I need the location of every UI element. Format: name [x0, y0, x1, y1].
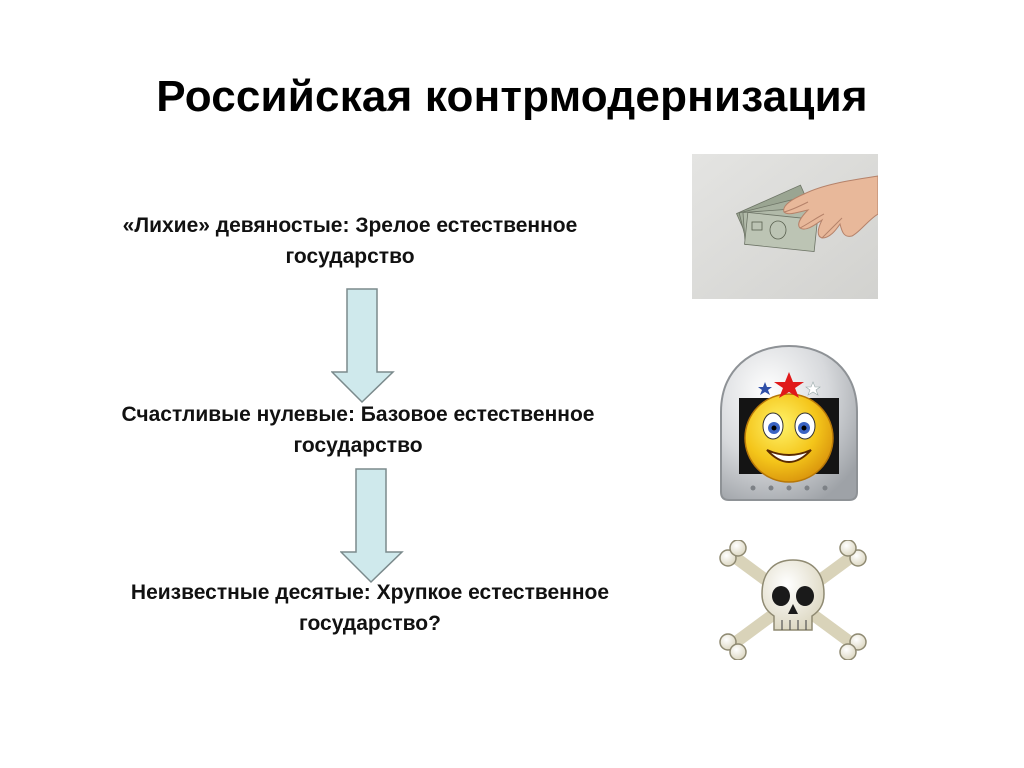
slide-title: Российская контрмодернизация: [156, 72, 868, 121]
down-arrow-icon: [340, 468, 404, 584]
stage-noughties: Счастливые нулевые: Базовое естественное…: [38, 399, 678, 461]
stage-nineties-line2: государство: [285, 245, 415, 268]
down-arrow-icon: [331, 288, 395, 404]
smiley-helmet-icon: [720, 344, 858, 501]
money-hand-icon: [692, 154, 878, 299]
stage-noughties-line1: Счастливые нулевые: Базовое естественное: [121, 403, 595, 426]
stage-tens-line1: Неизвестные десятые: Хрупкое естественно…: [130, 581, 610, 604]
stage-nineties-line1: «Лихие» девяностые: Зрелое естественное: [122, 214, 578, 237]
stage-tens-line2: государство?: [299, 612, 441, 635]
stage-nineties: «Лихие» девяностые: Зрелое естественное …: [30, 210, 670, 272]
stage-tens: Неизвестные десятые: Хрупкое естественно…: [50, 577, 690, 639]
skull-crossbones-icon: [719, 540, 867, 660]
stage-noughties-line2: государство: [293, 434, 423, 457]
